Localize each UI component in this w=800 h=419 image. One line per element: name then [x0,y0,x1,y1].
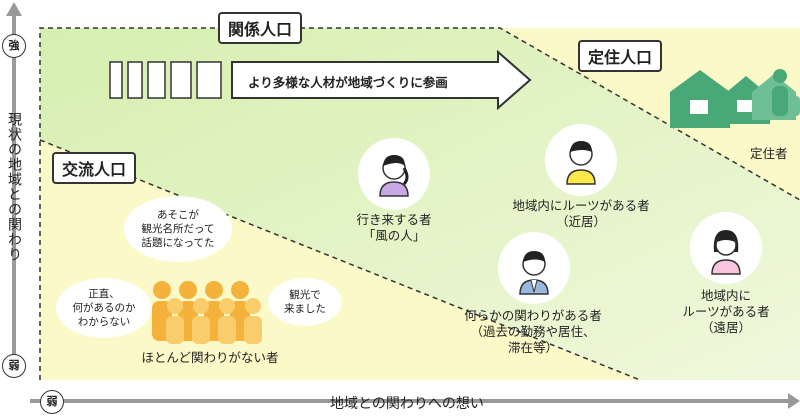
arrow-text: より多様な人材が地域づくりに参画 [248,75,448,90]
koryu-label: 交流人口 [52,152,137,184]
person-ikikuru-circle [358,138,430,210]
crowd-caption: ほとんど関わりがない者 [141,350,279,365]
kankei-label: 関係人口 [218,12,303,44]
y-axis-label: 現状の地域との関わり [6,112,22,262]
arrow-block-3 [147,61,166,99]
person-roots-near-icon [566,141,596,185]
progress-arrow [231,49,532,111]
kankei-boundary [39,27,800,380]
person-nanraka-caption: 何らかの関わりがある者 （過去の勤務や居住、 滞在等） [464,308,602,355]
person-roots-near-circle [545,124,617,196]
person-ikikuru-icon [379,155,409,197]
teiju-person-caption: 定住者 [750,146,788,161]
person-nanraka-icon [519,251,549,295]
arrow-block-4 [170,61,192,99]
y-axis-arrowhead [6,2,22,16]
bubble-kankou-meisho: あそこが観光名所だって話題になってた [124,196,232,262]
houses-icon [670,69,800,128]
bubble-kankou-de: 観光で来ました [268,278,342,326]
arrow-block-1 [109,61,123,99]
person-roots-far-circle [690,212,762,284]
person-roots-far-icon [711,230,741,275]
y-axis-low-mark: 弱 [2,354,26,378]
person-roots-far-caption: 地域内に ルーツがある者 （遠居） [682,288,770,335]
x-axis-label: 地域との関わりへの想い [330,396,484,412]
arrow-block-2 [127,61,143,99]
crowd-icon [152,281,262,344]
person-nanraka-circle [498,232,570,304]
person-ikikuru-caption: 行き来する者 「風の人」 [356,212,432,243]
arrow-block-5 [196,61,222,99]
x-axis-arrowhead [788,393,800,409]
kankei-region [40,28,800,380]
teiju-label: 定住人口 [578,40,663,72]
x-axis-low-mark: 弱 [40,390,64,414]
y-axis-high-mark: 強 [2,34,26,58]
person-roots-near-caption: 地域内にルーツがある者 （近居） [512,198,650,229]
bubble-wakaranai: 正直、何があるのかわからない [56,278,152,338]
